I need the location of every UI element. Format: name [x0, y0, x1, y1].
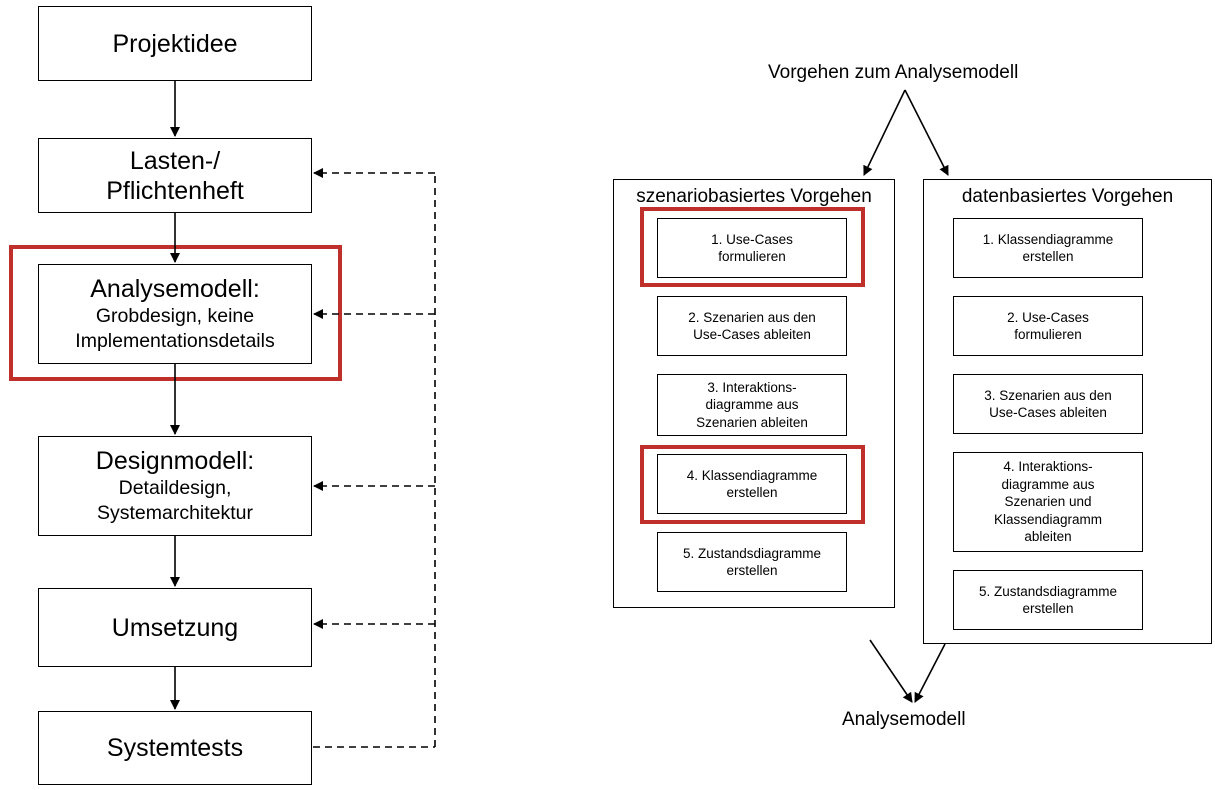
step-text: erstellen	[1022, 249, 1074, 264]
step-text: formulieren	[1014, 327, 1082, 342]
systemtests-box: Systemtests	[38, 711, 312, 785]
split-arrow-right	[904, 89, 949, 176]
projektidee-box: Projektidee	[38, 6, 312, 81]
umsetzung-label: Umsetzung	[111, 613, 239, 642]
step-text: 2. Use-Cases	[1007, 309, 1089, 325]
step-text: diagramme aus	[705, 397, 799, 413]
step-text: Klassendiagramm	[993, 511, 1103, 527]
step-text: 5. Zustandsdiagramme	[978, 583, 1118, 599]
step-text: Use-Cases ableiten	[989, 405, 1107, 420]
analysemodell-sub2: Implementationsdetails	[75, 330, 275, 352]
umsetzung-box: Umsetzung	[38, 588, 312, 667]
step-text: diagramme aus	[1001, 476, 1095, 492]
klassendiagramme-highlight	[640, 445, 865, 524]
designmodell-sub1: Detaildesign,	[118, 477, 232, 499]
analysemodell-title: Analysemodell:	[90, 275, 260, 303]
step-text: formulieren	[718, 249, 786, 264]
designmodell-box: Designmodell: Detaildesign, Systemarchit…	[38, 436, 312, 536]
scenario-panel-title: szenariobasiertes Vorgehen	[636, 186, 872, 207]
step-text: erstellen	[726, 563, 778, 578]
projektidee-label: Projektidee	[112, 29, 238, 58]
step-text: 4. Interaktions-	[1003, 459, 1093, 475]
data-step: 3. Szenarien aus den Use-Cases ableiten	[953, 374, 1143, 434]
lastenheft-label-line1: Lasten-/	[129, 146, 221, 175]
step-text: ableiten	[1024, 529, 1072, 545]
step-text: 1. Use-Cases	[711, 231, 793, 247]
step-text: Szenarien und	[1004, 494, 1092, 510]
step-text: erstellen	[1022, 601, 1074, 616]
systemtests-label: Systemtests	[106, 734, 244, 762]
step-text: 1. Klassendiagramme	[982, 231, 1114, 247]
step-text: 2. Szenarien aus den	[688, 309, 816, 325]
scenario-step: 3. Interaktions- diagramme aus Szenarien…	[657, 374, 847, 436]
vorgehen-label: Vorgehen zum Analysemodell	[768, 62, 1019, 83]
data-panel-title: datenbasiertes Vorgehen	[961, 186, 1174, 207]
data-step: 4. Interaktions- diagramme aus Szenarien…	[953, 452, 1143, 552]
step-text: 5. Zustandsdiagramme	[682, 545, 822, 561]
step-text: 4. Klassendiagramme	[686, 467, 818, 483]
step-text: erstellen	[726, 485, 778, 500]
merge-arrow-left	[869, 639, 913, 703]
lastenheft-box: Lasten-/ Pflichtenheft	[38, 138, 312, 213]
data-step: 2. Use-Cases formulieren	[953, 296, 1143, 356]
scenario-step: 4. Klassendiagramme erstellen	[657, 454, 847, 514]
analysemodell-sub1: Grobdesign, keine	[95, 305, 255, 327]
step-text: 3. Szenarien aus den	[984, 387, 1112, 403]
split-arrow-left	[863, 89, 906, 176]
analysemodell-result-label: Analysemodell	[842, 709, 966, 730]
designmodell-sub2: Systemarchitektur	[96, 502, 254, 524]
scenario-step: 5. Zustandsdiagramme erstellen	[657, 532, 847, 592]
scenario-step: 2. Szenarien aus den Use-Cases ableiten	[657, 296, 847, 356]
step-text: Szenarien ableiten	[696, 414, 808, 430]
analysemodell-box: Analysemodell: Grobdesign, keine Impleme…	[38, 264, 312, 364]
data-step: 5. Zustandsdiagramme erstellen	[953, 570, 1143, 630]
designmodell-title: Designmodell:	[95, 447, 255, 475]
scenario-step: 1. Use-Cases formulieren	[657, 218, 847, 278]
data-step: 1. Klassendiagramme erstellen	[953, 218, 1143, 278]
use-cases-highlight	[640, 207, 865, 287]
step-text: Use-Cases ableiten	[693, 327, 811, 342]
lastenheft-label-line2: Pflichtenheft	[106, 176, 244, 205]
step-text: 3. Interaktions-	[707, 379, 797, 395]
merge-arrow-right	[914, 643, 946, 703]
